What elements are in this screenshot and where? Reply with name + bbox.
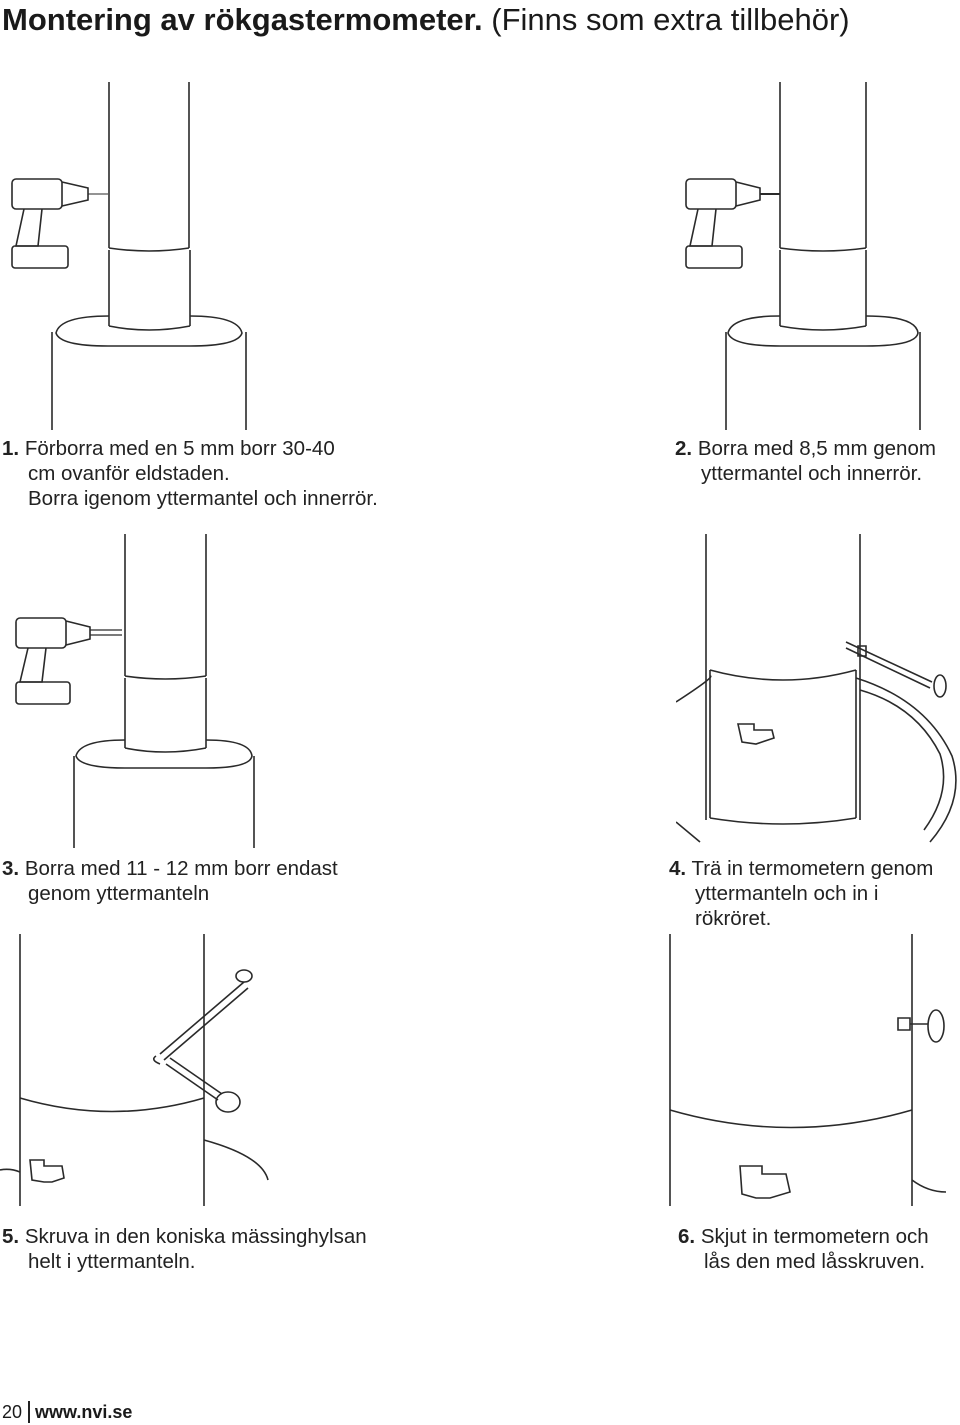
illustration-step-5 <box>0 930 290 1206</box>
illustration-step-1 <box>0 78 300 430</box>
step-text-line: Borra igenom yttermantel och innerrör. <box>28 487 378 510</box>
wrench-icon <box>154 970 252 1064</box>
step-4-caption: 4. Trä in termometern genom yttermanteln… <box>669 856 960 931</box>
step-text-line: genom yttermanteln <box>28 882 210 905</box>
step-6-caption: 6. Skjut in termometern och lås den med … <box>678 1224 929 1274</box>
step-number: 5. <box>2 1225 20 1248</box>
step-5-caption: 5. Skruva in den koniska mässinghylsan h… <box>2 1224 367 1274</box>
step-text-line: yttermantel och innerrör. <box>701 462 923 485</box>
step-text-line: cm ovanför eldstaden. <box>28 462 230 485</box>
page-number: 20 <box>2 1401 31 1423</box>
footer-url: www.nvi.se <box>35 1402 133 1422</box>
drill-icon <box>12 179 108 268</box>
step-2-caption: 2. Borra med 8,5 mm genom yttermantel oc… <box>675 436 936 486</box>
drill-icon <box>686 179 780 268</box>
illustration-step-6 <box>666 930 946 1206</box>
step-text-line: Trä in termometern genom <box>691 857 934 880</box>
step-text-line: Förborra med en 5 mm borr 30-40 <box>24 437 335 460</box>
step-text-line: Borra med 11 - 12 mm borr endast <box>24 857 338 880</box>
drill-icon <box>16 618 122 704</box>
step-text-line: helt i yttermanteln. <box>28 1250 196 1273</box>
step-text-line: lås den med låsskruven. <box>704 1250 926 1273</box>
step-number: 4. <box>669 857 687 880</box>
title-main: Montering av rökgastermometer. <box>2 2 483 37</box>
step-number: 1. <box>2 437 20 460</box>
step-number: 2. <box>675 437 693 460</box>
step-number: 6. <box>678 1225 696 1248</box>
step-1-caption: 1. Förborra med en 5 mm borr 30-40 cm ov… <box>2 436 378 511</box>
bracket-icon <box>738 724 774 744</box>
illustration-step-2 <box>676 78 946 430</box>
thermometer-icon <box>166 1058 240 1112</box>
step-3-caption: 3. Borra med 11 - 12 mm borr endast geno… <box>2 856 338 906</box>
bracket-icon <box>740 1166 790 1198</box>
bracket-icon <box>30 1160 64 1182</box>
thermometer-icon <box>898 1010 944 1042</box>
title-subtitle: (Finns som extra tillbehör) <box>491 2 850 37</box>
step-text-line: Borra med 8,5 mm genom <box>697 437 936 460</box>
step-text-line: Skruva in den koniska mässinghylsan <box>24 1225 367 1248</box>
illustration-step-4 <box>676 530 960 848</box>
page-title: Montering av rökgastermometer. (Finns so… <box>2 2 850 38</box>
thermometer-icon <box>846 642 946 697</box>
step-number: 3. <box>2 857 20 880</box>
illustration-step-3 <box>0 530 300 848</box>
step-text-line: Skjut in termometern och <box>700 1225 929 1248</box>
step-text-line: yttermanteln och in i rökröret. <box>695 882 879 930</box>
